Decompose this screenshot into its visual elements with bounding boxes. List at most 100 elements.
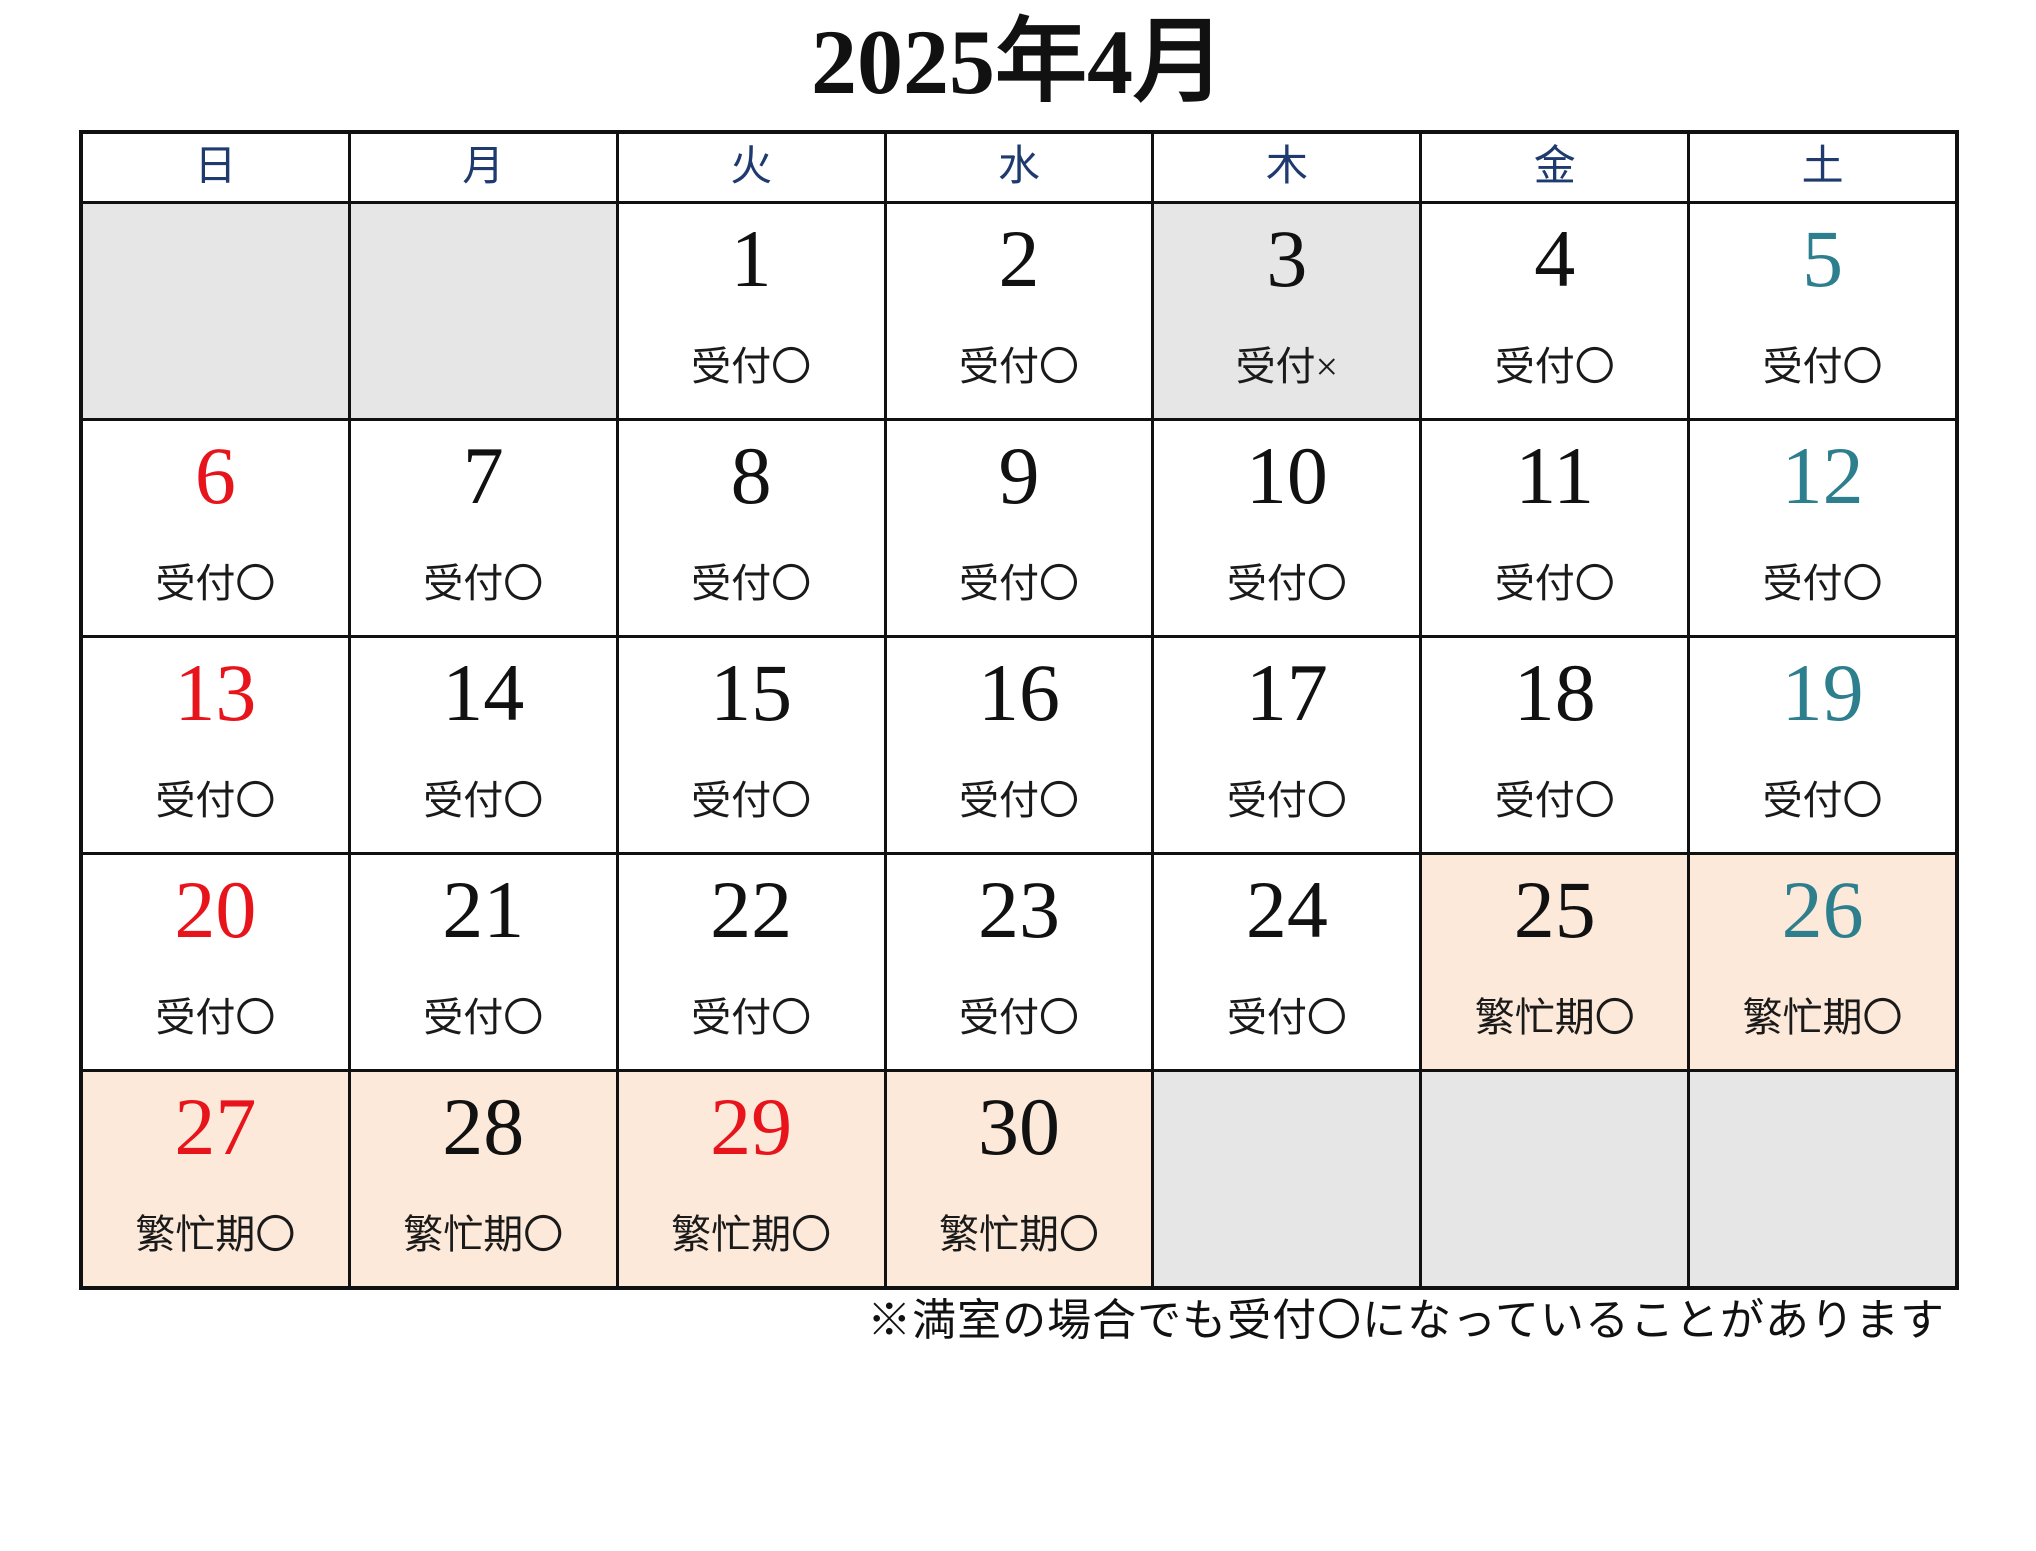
weekday-wed: 水 — [886, 134, 1152, 201]
day-status: 受付〇 — [1226, 561, 1347, 606]
day-status: 受付〇 — [1762, 778, 1883, 823]
day-cell: 1 受付〇 — [618, 204, 884, 418]
empty-day-cell — [1154, 1072, 1420, 1286]
day-number: 28 — [442, 1081, 525, 1172]
day-cell: 21 受付〇 — [350, 855, 616, 1069]
day-status: 受付〇 — [155, 561, 276, 606]
day-status: 繁忙期〇 — [938, 1212, 1099, 1257]
day-status: 受付〇 — [691, 344, 812, 389]
weekday-sun: 日 — [83, 134, 348, 201]
day-status: 受付〇 — [1494, 778, 1615, 823]
day-status: 受付〇 — [691, 995, 812, 1040]
day-status: 受付〇 — [1494, 561, 1615, 606]
day-cell: 5 受付〇 — [1690, 204, 1955, 418]
day-cell: 22 受付〇 — [618, 855, 884, 1069]
day-cell: 17 受付〇 — [1154, 638, 1420, 852]
day-status: 受付〇 — [1762, 344, 1883, 389]
day-cell: 28 繁忙期〇 — [350, 1072, 616, 1286]
day-number: 12 — [1781, 430, 1864, 521]
day-cell: 29 繁忙期〇 — [618, 1072, 884, 1286]
day-cell: 19 受付〇 — [1690, 638, 1955, 852]
day-number: 8 — [730, 430, 772, 521]
day-cell: 10 受付〇 — [1154, 421, 1420, 635]
day-number: 4 — [1534, 213, 1576, 304]
day-number: 1 — [730, 213, 772, 304]
day-number: 17 — [1245, 647, 1328, 738]
day-number: 20 — [174, 864, 257, 955]
day-cell: 16 受付〇 — [886, 638, 1152, 852]
day-cell: 4 受付〇 — [1422, 204, 1688, 418]
weekday-fri: 金 — [1422, 134, 1688, 201]
day-status: 繁忙期〇 — [1474, 995, 1635, 1040]
calendar-title: 2025年4月 — [811, 11, 1225, 113]
empty-day-cell — [350, 204, 616, 418]
day-cell: 30 繁忙期〇 — [886, 1072, 1152, 1286]
day-status: 受付〇 — [1226, 778, 1347, 823]
day-number: 24 — [1245, 864, 1328, 955]
day-number: 2 — [998, 213, 1040, 304]
day-status: 受付〇 — [958, 995, 1079, 1040]
day-cell: 11 受付〇 — [1422, 421, 1688, 635]
day-cell: 15 受付〇 — [618, 638, 884, 852]
day-status: 繁忙期〇 — [135, 1212, 296, 1257]
day-number: 10 — [1245, 430, 1328, 521]
empty-day-cell — [1690, 1072, 1955, 1286]
day-cell: 26 繁忙期〇 — [1690, 855, 1955, 1069]
day-number: 23 — [977, 864, 1060, 955]
day-number: 22 — [710, 864, 793, 955]
day-number: 9 — [998, 430, 1040, 521]
calendar-grid: 日 月 火 水 木 金 土 1 受付〇 2 受付〇 3 受付× 4 受付〇 5 … — [79, 130, 1959, 1290]
day-cell: 20 受付〇 — [83, 855, 348, 1069]
day-number: 7 — [462, 430, 504, 521]
day-cell: 12 受付〇 — [1690, 421, 1955, 635]
day-number: 21 — [442, 864, 525, 955]
day-status: 受付〇 — [423, 561, 544, 606]
day-status: 受付〇 — [691, 561, 812, 606]
day-status: 受付〇 — [1494, 344, 1615, 389]
day-number: 6 — [194, 430, 236, 521]
day-status: 受付〇 — [1226, 995, 1347, 1040]
day-cell: 9 受付〇 — [886, 421, 1152, 635]
day-status: 受付〇 — [958, 561, 1079, 606]
day-cell: 2 受付〇 — [886, 204, 1152, 418]
day-cell: 6 受付〇 — [83, 421, 348, 635]
footnote: ※満室の場合でも受付〇になっていることがあります — [867, 1296, 1945, 1345]
day-status: 受付〇 — [958, 778, 1079, 823]
day-number: 30 — [977, 1081, 1060, 1172]
day-number: 29 — [710, 1081, 793, 1172]
day-number: 11 — [1515, 430, 1595, 521]
day-cell: 3 受付× — [1154, 204, 1420, 418]
day-number: 13 — [174, 647, 257, 738]
weekday-thu: 木 — [1154, 134, 1420, 201]
day-number: 3 — [1266, 213, 1308, 304]
day-cell: 8 受付〇 — [618, 421, 884, 635]
day-status: 受付× — [1235, 344, 1339, 389]
day-number: 18 — [1513, 647, 1596, 738]
day-number: 15 — [710, 647, 793, 738]
empty-day-cell — [1422, 1072, 1688, 1286]
day-status: 受付〇 — [423, 778, 544, 823]
empty-day-cell — [83, 204, 348, 418]
day-cell: 27 繁忙期〇 — [83, 1072, 348, 1286]
day-cell: 13 受付〇 — [83, 638, 348, 852]
day-status: 受付〇 — [958, 344, 1079, 389]
day-status: 繁忙期〇 — [671, 1212, 832, 1257]
day-status: 受付〇 — [691, 778, 812, 823]
day-status: 受付〇 — [423, 995, 544, 1040]
day-number: 14 — [442, 647, 525, 738]
day-cell: 18 受付〇 — [1422, 638, 1688, 852]
day-status: 受付〇 — [1762, 561, 1883, 606]
day-status: 繁忙期〇 — [1742, 995, 1903, 1040]
day-status: 繁忙期〇 — [403, 1212, 564, 1257]
day-cell: 25 繁忙期〇 — [1422, 855, 1688, 1069]
weekday-mon: 月 — [350, 134, 616, 201]
day-number: 19 — [1781, 647, 1864, 738]
day-cell: 23 受付〇 — [886, 855, 1152, 1069]
day-number: 5 — [1802, 213, 1844, 304]
day-cell: 14 受付〇 — [350, 638, 616, 852]
day-status: 受付〇 — [155, 778, 276, 823]
weekday-sat: 土 — [1690, 134, 1955, 201]
day-cell: 24 受付〇 — [1154, 855, 1420, 1069]
day-cell: 7 受付〇 — [350, 421, 616, 635]
weekday-tue: 火 — [618, 134, 884, 201]
